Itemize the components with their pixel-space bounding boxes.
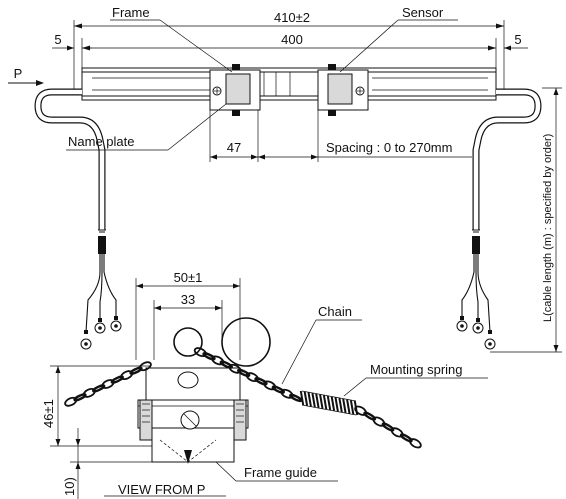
dimension-frame-width: 400 [82, 32, 496, 51]
dimension-inner-width-label: 33 [181, 292, 195, 307]
dimension-left-margin-label: 5 [54, 32, 61, 47]
right-wire-leads [456, 231, 496, 350]
sensor-block-right [317, 64, 369, 116]
left-wire-leads [80, 231, 122, 350]
right-cable-tube [472, 88, 542, 231]
name-plate-callout: Name plate [66, 103, 227, 151]
frame-callout: Frame [110, 5, 233, 73]
chain-label: Chain [318, 304, 352, 319]
view-direction-arrow: P [8, 66, 44, 86]
dimension-right-margin-label: 5 [514, 32, 521, 47]
sensor-callout: Sensor [339, 5, 458, 73]
view-from-p-label: VIEW FROM P [118, 482, 205, 497]
side-view: 50±1 33 [41, 270, 488, 499]
dimension-cable-length: L(cable length (m) : specified by order) [490, 87, 562, 353]
mounting-spring [299, 390, 359, 416]
dimension-bottom-offset: 10) [62, 428, 81, 499]
dimension-height: 46±1 [41, 366, 61, 446]
dimension-side-width: 50±1 [136, 270, 240, 289]
mounting-spring-callout: Mounting spring [343, 362, 488, 397]
sensor-block-left [209, 64, 261, 116]
mounting-spring-label: Mounting spring [370, 362, 463, 377]
dimension-side-width-label: 50±1 [174, 270, 203, 285]
sensor-body-side [137, 367, 249, 464]
frame-rails [81, 67, 497, 101]
dimension-inner-width: 33 [154, 292, 222, 311]
dimension-cable-length-label: L(cable length (m) : specified by order) [542, 134, 554, 322]
dimension-frame-width-label: 400 [281, 32, 303, 47]
dimension-right-margin: 5 [504, 32, 528, 51]
frame-guide-callout: Frame guide [215, 461, 338, 482]
dimension-sensor-width-label: 47 [227, 140, 241, 155]
dimension-overall-width: 410±2 [74, 10, 504, 29]
chain-callout: Chain [281, 304, 362, 385]
chain [64, 347, 422, 449]
name-plate-label: Name plate [68, 134, 134, 149]
dimension-sensor-width: 47 [210, 140, 258, 160]
dimension-overall-width-label: 410±2 [274, 10, 310, 25]
sensor-label: Sensor [402, 5, 444, 20]
dimension-bottom-offset-label: 10) [62, 477, 77, 496]
dimension-spacing: Spacing : 0 to 270mm [258, 140, 472, 160]
dimension-height-label: 46±1 [41, 399, 56, 428]
view-direction-label: P [14, 66, 23, 81]
frame-label: Frame [112, 5, 150, 20]
top-view: 410±2 400 5 5 P [8, 5, 562, 353]
dimension-left-margin: 5 [52, 32, 92, 51]
left-cable-tube [34, 88, 106, 231]
frame-guide-label: Frame guide [244, 465, 317, 480]
dimension-spacing-label: Spacing : 0 to 270mm [326, 140, 452, 155]
